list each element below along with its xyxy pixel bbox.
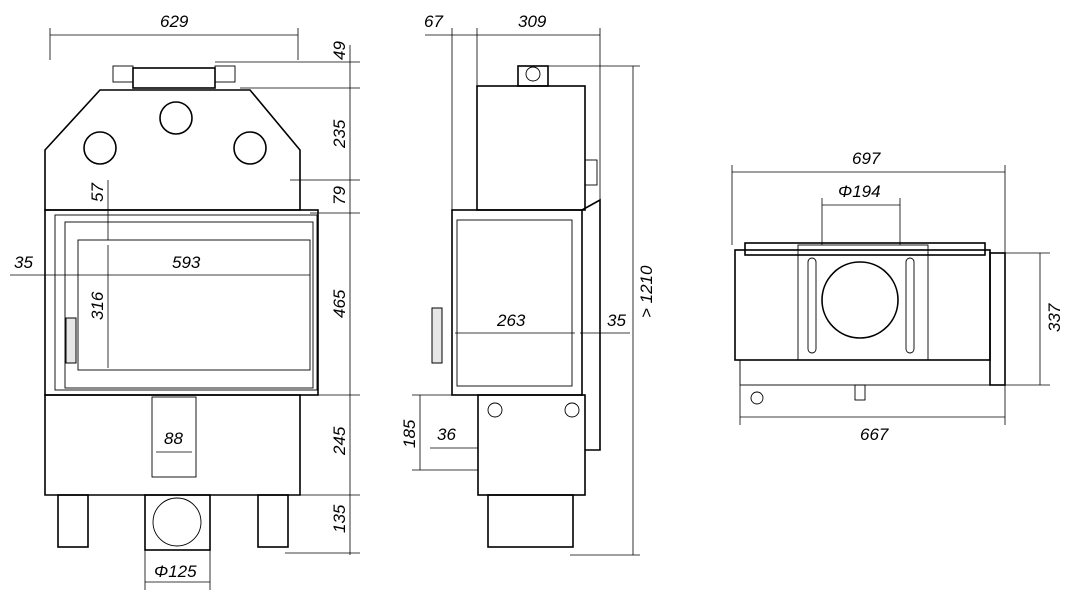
dim-air-inlet-width: 88: [164, 429, 183, 448]
dim-top-width: 697: [852, 149, 881, 168]
side-hole-right: [564, 402, 580, 418]
top-knob: [750, 391, 764, 405]
dim-inlet-height: 185: [400, 419, 419, 448]
hood-opening-right: [233, 131, 267, 165]
door-handle: [65, 317, 77, 364]
dim-outlet-diameter: Φ125: [154, 562, 197, 581]
side-hood: [476, 85, 586, 211]
side-base: [477, 394, 586, 496]
side-handle: [431, 307, 443, 364]
dim-body-width: 667: [860, 425, 889, 444]
glass-outer: [64, 221, 314, 389]
bracket-right: [214, 65, 236, 83]
leg-right: [257, 494, 289, 548]
top-body: [734, 249, 991, 361]
top-collar: [132, 67, 216, 89]
dim-glass-depth: 263: [496, 311, 526, 330]
outlet-circle: [152, 497, 202, 547]
slot-right: [905, 257, 915, 354]
top-view: 697 Φ194 337 667: [731, 149, 1064, 444]
dim-outlet-line: [144, 550, 211, 590]
side-glass: [456, 219, 573, 387]
dim-glass-width: 593: [172, 253, 201, 272]
dim-side-offset-top: 67: [424, 12, 443, 31]
outlet-box: [144, 494, 211, 551]
dim-glass-top-offset: 57: [88, 183, 107, 202]
top-center-plate: [797, 244, 929, 361]
hood-opening-left: [83, 131, 117, 165]
dim-total-height-line: [548, 65, 640, 556]
leg-left: [57, 494, 89, 548]
dim-door-height: 465: [330, 289, 349, 318]
top-side-panel: [989, 252, 1006, 386]
side-view: 67 309 > 1210 263 35 185 36: [400, 12, 656, 556]
dim-vertical-lines: [215, 45, 360, 555]
door: [54, 214, 318, 391]
dim-flue-line: [821, 198, 901, 245]
dim-flue-diameter: Φ194: [838, 182, 881, 201]
side-collar-hole: [525, 66, 541, 82]
dim-base-height: 245: [330, 426, 349, 456]
top-front-strip: [739, 359, 991, 386]
flue-circle: [821, 261, 899, 339]
side-bracket: [584, 159, 598, 186]
dim-width-line: [49, 28, 299, 60]
glass: [77, 239, 311, 371]
bracket-left: [112, 65, 134, 83]
dim-leg-height: 135: [330, 504, 349, 533]
dim-top-collar: 49: [330, 41, 349, 60]
hood: [44, 89, 301, 211]
front-view: 629 49 235 79 465 245 135 57 35 593 316 …: [10, 12, 360, 590]
dim-top-depth: 337: [1045, 303, 1064, 332]
dim-body-width-line: [739, 385, 1006, 425]
dim-width: 629: [160, 12, 189, 31]
air-inlet: [151, 396, 197, 478]
dim-top-width-line: [731, 165, 1006, 253]
dim-total-height: > 1210: [637, 265, 656, 318]
dim-hood-height: 235: [330, 119, 349, 149]
dim-side-offset: 35: [14, 253, 33, 272]
door-frame: [44, 209, 319, 396]
hood-opening-center: [159, 101, 193, 135]
dim-hood-lower: 79: [330, 186, 349, 205]
side-back-panel: [581, 198, 601, 451]
dim-side-top-lines: [425, 28, 601, 210]
dim-side-depth: 309: [518, 12, 547, 31]
side-legs: [487, 494, 574, 548]
top-rim: [744, 242, 986, 256]
dim-top-depth-line: [1005, 252, 1050, 386]
dim-inlet-lines: [412, 394, 478, 471]
slot-left: [807, 257, 817, 354]
side-hole-left: [487, 402, 503, 418]
top-tab: [854, 384, 866, 401]
side-door-frame: [451, 209, 583, 396]
dim-side-right-offset: 35: [607, 311, 626, 330]
dim-inlet-offset: 36: [437, 425, 456, 444]
side-collar: [517, 65, 549, 87]
dim-glass-height: 316: [88, 291, 107, 320]
